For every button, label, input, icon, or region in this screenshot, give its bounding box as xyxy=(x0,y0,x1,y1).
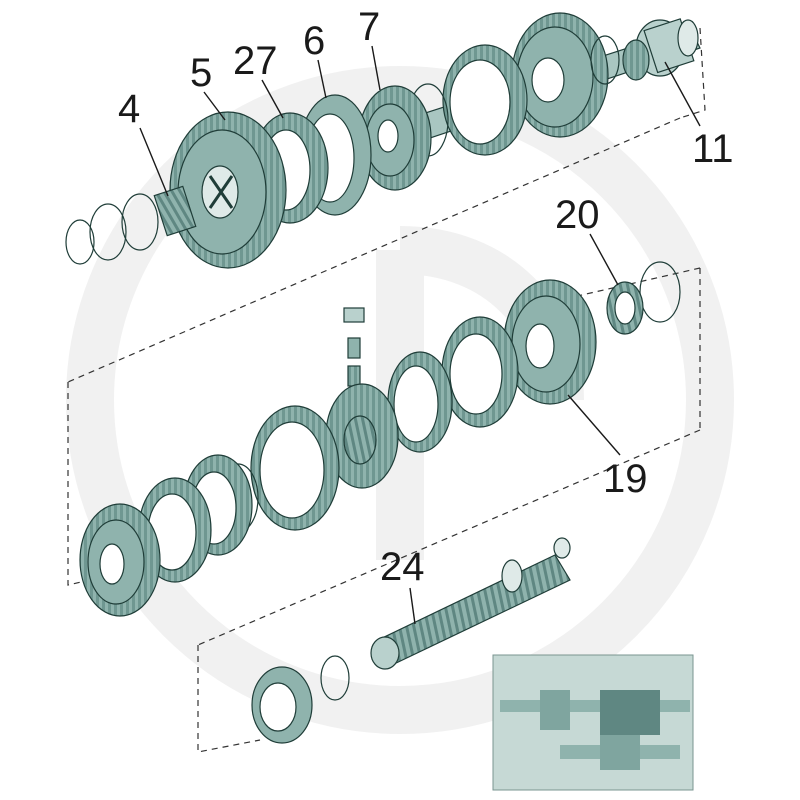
part-top-gear-cluster xyxy=(511,12,620,138)
callout-24: 24 xyxy=(380,545,425,589)
part-top-synchro-ring xyxy=(442,44,528,156)
middle-gear-assembly xyxy=(79,261,681,617)
part-mid-sleeve xyxy=(250,405,340,531)
part-mid-front-gear xyxy=(79,503,161,617)
part-mid-synchro-ring-a xyxy=(441,316,519,428)
callout-4: 4 xyxy=(118,87,140,131)
part-4-needle-bearing xyxy=(153,185,197,237)
part-detent-spring xyxy=(343,307,365,387)
part-11-bearing xyxy=(622,18,699,81)
part-7-gear xyxy=(358,85,432,191)
callout-7: 7 xyxy=(358,5,380,49)
part-top-washers xyxy=(65,193,159,265)
part-mid-synchro-ring-b xyxy=(387,351,453,453)
part-bottom-bearing xyxy=(251,655,350,744)
callout-11: 11 xyxy=(692,127,734,171)
part-19-gear xyxy=(503,279,597,405)
part-24-mainshaft xyxy=(370,537,571,670)
callout-19: 19 xyxy=(603,457,648,501)
part-20-bearing xyxy=(606,261,681,335)
part-mid-hub xyxy=(325,383,399,489)
gearbox-cross-section-thumbnail xyxy=(492,654,694,791)
top-shaft-assembly xyxy=(65,12,706,269)
callout-5: 5 xyxy=(190,51,212,95)
callout-20: 20 xyxy=(555,193,600,237)
callout-6: 6 xyxy=(303,19,325,63)
callout-27: 27 xyxy=(233,39,278,83)
part-5-gear xyxy=(169,111,287,269)
callout-labels: 4 5 27 6 7 11 20 19 24 xyxy=(118,5,734,625)
